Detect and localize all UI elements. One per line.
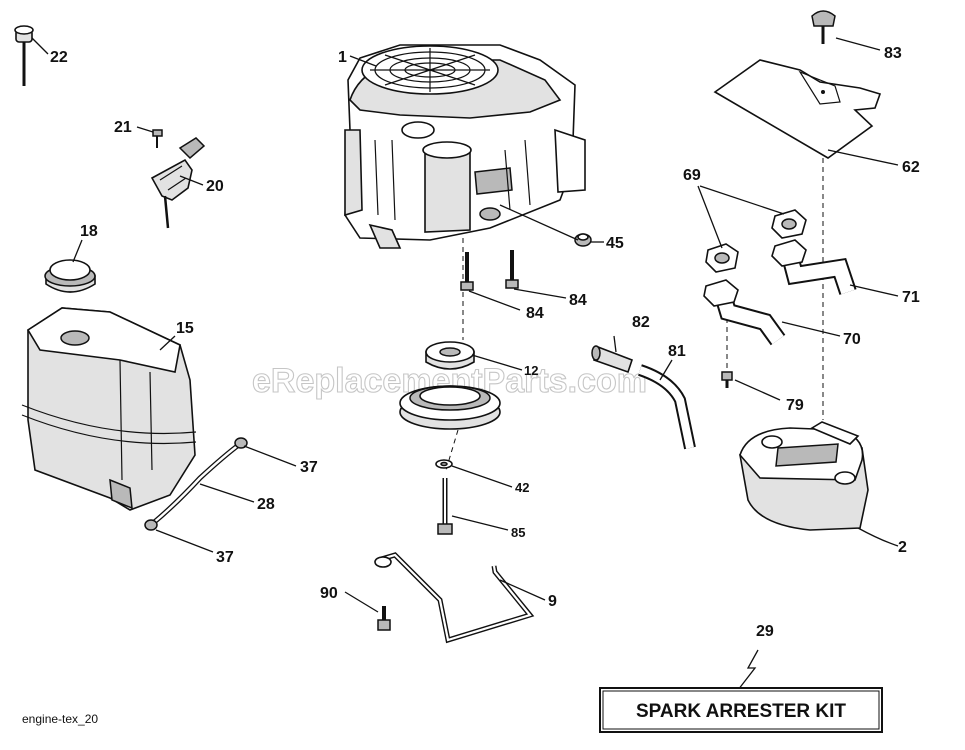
label-85: 85	[511, 525, 525, 540]
label-29: 29	[756, 623, 774, 640]
label-20: 20	[206, 178, 224, 195]
part-62-shield	[713, 59, 882, 159]
part-69-gaskets	[705, 209, 807, 273]
part-42-washer	[435, 459, 453, 469]
part-90-bolt	[377, 606, 391, 631]
part-21-screw	[152, 129, 163, 148]
label-79: 79	[786, 397, 804, 414]
label-37-lower: 37	[216, 549, 234, 566]
part-85-bolt	[437, 478, 453, 535]
part-82-fitting	[591, 345, 634, 374]
part-15-fuel-tank	[21, 307, 197, 511]
label-37-upper: 37	[300, 459, 318, 476]
part-71-pipe	[771, 239, 857, 295]
label-1: 1	[338, 49, 347, 66]
part-1-engine	[344, 44, 586, 249]
label-84-left: 84	[526, 305, 544, 322]
label-81: 81	[668, 343, 686, 360]
part-83-screw	[811, 10, 836, 44]
label-71: 71	[902, 289, 920, 306]
label-90: 90	[320, 585, 338, 602]
label-70: 70	[843, 331, 861, 348]
label-84-right: 84	[569, 292, 587, 309]
label-69: 69	[683, 167, 701, 184]
spark-arrester-kit-box: SPARK ARRESTER KIT	[599, 687, 883, 733]
label-83: 83	[884, 45, 902, 62]
part-2-muffler	[739, 421, 869, 531]
part-9-bracket	[374, 552, 535, 644]
label-22: 22	[50, 49, 68, 66]
label-62: 62	[902, 159, 920, 176]
part-28-fuel-line	[150, 441, 242, 526]
part-79-bolt	[721, 371, 733, 388]
label-15: 15	[176, 320, 194, 337]
label-2: 2	[898, 539, 907, 556]
diagram-reference: engine-tex_20	[22, 712, 98, 726]
part-20-lever	[150, 137, 206, 229]
part-45-nut	[574, 233, 592, 247]
label-45: 45	[606, 235, 624, 252]
part-81-hose	[637, 364, 696, 450]
part-12-pulley	[399, 341, 501, 430]
part-84-bolts	[460, 250, 519, 291]
spark-arrester-kit-label: SPARK ARRESTER KIT	[636, 701, 846, 722]
label-18: 18	[80, 223, 98, 240]
label-82: 82	[632, 314, 650, 331]
part-37-clamps	[144, 437, 248, 531]
label-28: 28	[257, 496, 275, 513]
label-42: 42	[515, 480, 529, 495]
label-9: 9	[548, 593, 557, 610]
label-12: 12	[524, 363, 538, 378]
label-21: 21	[114, 119, 132, 136]
leader-lines	[31, 37, 899, 691]
part-18-fuel-cap	[44, 259, 96, 293]
part-70-pipe	[703, 279, 786, 346]
part-22-cap	[14, 25, 34, 86]
